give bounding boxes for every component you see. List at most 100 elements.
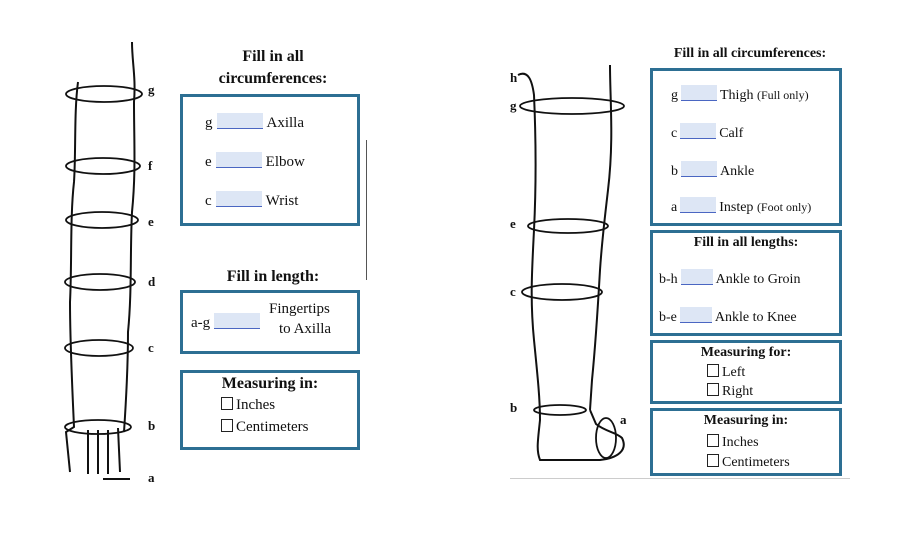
leg-circ-label: Ankle — [720, 164, 755, 179]
leg-circ-row: b Ankle — [671, 161, 754, 180]
left-option[interactable]: Left — [707, 364, 745, 381]
centimeters-option[interactable]: Centimeters — [221, 419, 308, 436]
leg-circ-row: c Calf — [671, 123, 743, 142]
inches-checkbox[interactable] — [707, 434, 719, 447]
leg-circ-label: Instep — [719, 200, 754, 215]
left-checkbox[interactable] — [707, 364, 719, 377]
ring-c — [64, 339, 134, 357]
ring-e — [65, 211, 139, 229]
arm-marker-g: g — [148, 82, 155, 97]
ring-g — [519, 97, 625, 115]
ankle-input[interactable] — [681, 161, 717, 177]
leg-circ-code: g — [671, 88, 678, 103]
leg-length-code: b-e — [659, 310, 677, 325]
arm-marker-f: f — [148, 158, 153, 173]
leg-marker-b: b — [510, 400, 518, 415]
measuring-for-heading: Measuring for: — [700, 345, 792, 360]
wrist-input[interactable] — [215, 191, 262, 207]
leg-marker-h: h — [510, 70, 518, 85]
inches-label: Inches — [722, 435, 759, 450]
leg-circ-code: a — [671, 200, 678, 215]
elbow-input[interactable] — [215, 152, 262, 168]
fingertips-to-axilla-input[interactable] — [214, 313, 261, 329]
leg-length-label: Ankle to Groin — [715, 272, 801, 287]
ring-g — [65, 85, 143, 103]
centimeters-checkbox[interactable] — [707, 454, 719, 467]
arm-circ-code: g — [205, 115, 213, 131]
arm-circ-label: Axilla — [266, 115, 305, 131]
leg-circ-code: b — [671, 164, 678, 179]
arm-circ-label: Elbow — [265, 154, 305, 170]
arm-circ-heading-2: circumferences: — [218, 70, 328, 87]
leg-measuring-heading: Measuring in: — [703, 413, 789, 428]
arm-marker-d: d — [148, 274, 156, 289]
divider-line — [366, 140, 367, 280]
centimeters-checkbox[interactable] — [221, 419, 233, 432]
leg-circ-heading: Fill in all circumferences: — [673, 46, 827, 61]
leg-measuring-for-box: Measuring for: Left Right — [650, 340, 842, 404]
arm-measuring-heading: Measuring in: — [221, 375, 319, 392]
calf-input[interactable] — [680, 123, 717, 139]
arm-circ-code: c — [205, 193, 212, 209]
right-option[interactable]: Right — [707, 383, 753, 400]
ring-f — [65, 157, 141, 175]
arm-marker-b: b — [148, 418, 156, 433]
ring-b — [533, 404, 587, 416]
arm-circ-row: g Axilla — [205, 113, 304, 132]
thigh-input[interactable] — [681, 85, 717, 101]
ring-b — [64, 419, 132, 435]
left-label: Left — [722, 365, 746, 380]
arm-length-label-1: Fingertips — [269, 301, 330, 317]
arm-marker-e: e — [148, 214, 154, 229]
arm-measuring-box: Measuring in: Inches Centimeters — [180, 370, 360, 450]
arm-circumference-box: g Axilla e Elbow c Wrist — [180, 94, 360, 226]
centimeters-label: Centimeters — [236, 419, 309, 435]
arm-marker-c: c — [148, 340, 154, 355]
bottom-rule — [510, 478, 850, 479]
arm-circ-row: c Wrist — [205, 191, 298, 210]
centimeters-option[interactable]: Centimeters — [707, 454, 790, 471]
leg-illustration — [517, 64, 625, 461]
inches-option[interactable]: Inches — [221, 397, 275, 414]
centimeters-label: Centimeters — [722, 455, 790, 470]
right-checkbox[interactable] — [707, 383, 719, 396]
leg-form-panel: h g e c b a Fill in all circumferences: … — [510, 40, 850, 480]
arm-circ-code: e — [205, 154, 212, 170]
ring-e — [527, 218, 609, 234]
arm-circ-label: Wrist — [265, 193, 299, 209]
ring-a — [595, 417, 617, 459]
instep-input[interactable] — [680, 197, 717, 213]
arm-length-row: a-g — [191, 313, 264, 332]
leg-marker-a: a — [620, 412, 627, 427]
arm-length-heading: Fill in length: — [226, 268, 320, 285]
leg-marker-g: g — [510, 98, 517, 113]
leg-length-label: Ankle to Knee — [714, 310, 797, 325]
leg-circ-label: Calf — [719, 126, 744, 141]
arm-length-code: a-g — [191, 315, 211, 331]
arm-form-panel: g f e d c b a Fill in all circumferences… — [48, 42, 367, 490]
ring-d — [64, 273, 136, 291]
leg-length-code: b-h — [659, 272, 678, 287]
arm-circ-row: e Elbow — [205, 152, 305, 171]
arm-illustration — [64, 42, 143, 480]
ankle-to-knee-input[interactable] — [679, 307, 712, 323]
leg-circ-code: c — [671, 126, 678, 141]
inches-option[interactable]: Inches — [707, 434, 759, 451]
inches-checkbox[interactable] — [221, 397, 233, 410]
inches-label: Inches — [236, 397, 276, 413]
arm-length-box: a-g Fingertips to Axilla — [180, 290, 360, 354]
leg-marker-e: e — [510, 216, 516, 231]
leg-circ-note: (Full only) — [756, 88, 809, 102]
right-label: Right — [722, 384, 754, 399]
arm-marker-a: a — [148, 470, 155, 485]
arm-length-label-2: to Axilla — [279, 321, 332, 337]
axilla-input[interactable] — [216, 113, 263, 129]
leg-length-row: b-h Ankle to Groin — [659, 269, 800, 288]
ankle-to-groin-input[interactable] — [680, 269, 713, 285]
leg-measuring-box: Measuring in: Inches Centimeters — [650, 408, 842, 476]
ring-c — [521, 283, 603, 301]
